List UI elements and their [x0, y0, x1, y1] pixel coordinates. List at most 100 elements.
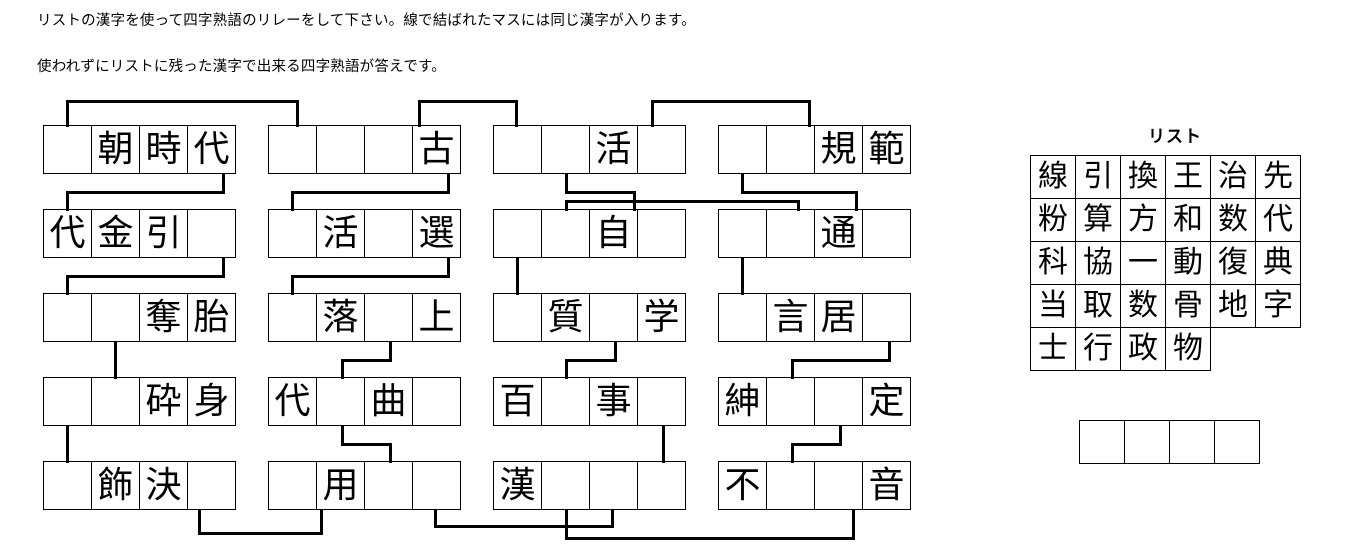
list-cell[interactable]: 骨	[1165, 284, 1211, 328]
puzzle-cell[interactable]: 時	[139, 125, 188, 174]
puzzle-cell[interactable]: 上	[412, 293, 461, 342]
puzzle-cell[interactable]	[766, 125, 815, 174]
puzzle-cell[interactable]: 質	[541, 293, 590, 342]
list-cell[interactable]: 引	[1075, 155, 1121, 199]
puzzle-cell[interactable]	[814, 461, 863, 510]
puzzle-cell[interactable]: 代	[187, 125, 236, 174]
puzzle-cell[interactable]	[364, 293, 413, 342]
puzzle-cell[interactable]	[541, 377, 590, 426]
puzzle-cell[interactable]	[766, 209, 815, 258]
puzzle-cell[interactable]	[43, 293, 92, 342]
puzzle-cell[interactable]: 定	[862, 377, 911, 426]
list-cell[interactable]: 先	[1255, 155, 1301, 199]
puzzle-cell[interactable]: 飾	[91, 461, 140, 510]
list-cell[interactable]: 取	[1075, 284, 1121, 328]
puzzle-cell[interactable]: 範	[862, 125, 911, 174]
puzzle-cell[interactable]: 決	[139, 461, 188, 510]
puzzle-cell[interactable]	[589, 461, 638, 510]
puzzle-cell[interactable]	[43, 377, 92, 426]
puzzle-cell[interactable]: 胎	[187, 293, 236, 342]
list-cell[interactable]: 線	[1030, 155, 1076, 199]
puzzle-cell[interactable]	[187, 209, 236, 258]
puzzle-cell[interactable]: 規	[814, 125, 863, 174]
puzzle-cell[interactable]: 活	[316, 209, 365, 258]
list-cell[interactable]	[1210, 327, 1256, 371]
puzzle-cell[interactable]	[718, 209, 767, 258]
list-cell[interactable]: 科	[1030, 241, 1076, 285]
puzzle-cell[interactable]: 学	[637, 293, 686, 342]
puzzle-cell[interactable]	[364, 461, 413, 510]
puzzle-cell[interactable]: 通	[814, 209, 863, 258]
puzzle-cell[interactable]	[637, 125, 686, 174]
list-cell[interactable]: 字	[1255, 284, 1301, 328]
list-cell[interactable]: 動	[1165, 241, 1211, 285]
puzzle-cell[interactable]: 代	[43, 209, 92, 258]
puzzle-cell[interactable]	[268, 125, 317, 174]
list-cell[interactable]: 当	[1030, 284, 1076, 328]
list-cell[interactable]: 方	[1120, 198, 1166, 242]
puzzle-cell[interactable]: 用	[316, 461, 365, 510]
puzzle-cell[interactable]: 漢	[493, 461, 542, 510]
list-cell[interactable]: 粉	[1030, 198, 1076, 242]
list-cell[interactable]: 士	[1030, 327, 1076, 371]
puzzle-cell[interactable]: 選	[412, 209, 461, 258]
puzzle-cell[interactable]	[637, 377, 686, 426]
list-cell[interactable]: 数	[1210, 198, 1256, 242]
puzzle-cell[interactable]	[589, 293, 638, 342]
list-cell[interactable]: 物	[1165, 327, 1211, 371]
puzzle-cell[interactable]	[268, 293, 317, 342]
puzzle-cell[interactable]: 紳	[718, 377, 767, 426]
puzzle-cell[interactable]: 引	[139, 209, 188, 258]
puzzle-cell[interactable]	[493, 209, 542, 258]
puzzle-cell[interactable]	[718, 293, 767, 342]
list-cell[interactable]: 数	[1120, 284, 1166, 328]
puzzle-cell[interactable]	[364, 209, 413, 258]
list-cell[interactable]: 治	[1210, 155, 1256, 199]
list-cell[interactable]: 協	[1075, 241, 1121, 285]
list-cell[interactable]: 典	[1255, 241, 1301, 285]
puzzle-cell[interactable]	[493, 293, 542, 342]
answer-cell[interactable]	[1124, 420, 1170, 464]
puzzle-cell[interactable]: 砕	[139, 377, 188, 426]
puzzle-cell[interactable]	[541, 125, 590, 174]
puzzle-cell[interactable]: 奪	[139, 293, 188, 342]
puzzle-cell[interactable]	[91, 377, 140, 426]
puzzle-cell[interactable]	[316, 377, 365, 426]
puzzle-cell[interactable]	[766, 377, 815, 426]
puzzle-cell[interactable]: 古	[412, 125, 461, 174]
puzzle-cell[interactable]	[316, 125, 365, 174]
puzzle-cell[interactable]	[364, 125, 413, 174]
puzzle-cell[interactable]: 事	[589, 377, 638, 426]
puzzle-cell[interactable]	[187, 461, 236, 510]
list-cell[interactable]: 算	[1075, 198, 1121, 242]
puzzle-cell[interactable]: 代	[268, 377, 317, 426]
puzzle-cell[interactable]	[43, 461, 92, 510]
puzzle-cell[interactable]	[766, 461, 815, 510]
list-cell[interactable]: 一	[1120, 241, 1166, 285]
puzzle-cell[interactable]	[268, 209, 317, 258]
list-cell[interactable]: 政	[1120, 327, 1166, 371]
puzzle-cell[interactable]: 落	[316, 293, 365, 342]
puzzle-cell[interactable]: 音	[862, 461, 911, 510]
puzzle-cell[interactable]	[541, 461, 590, 510]
puzzle-cell[interactable]: 朝	[91, 125, 140, 174]
list-cell[interactable]: 王	[1165, 155, 1211, 199]
puzzle-cell[interactable]	[814, 377, 863, 426]
puzzle-cell[interactable]: 曲	[364, 377, 413, 426]
puzzle-cell[interactable]	[412, 461, 461, 510]
answer-cell[interactable]	[1169, 420, 1215, 464]
list-cell[interactable]: 復	[1210, 241, 1256, 285]
answer-cell[interactable]	[1214, 420, 1260, 464]
list-cell[interactable]: 地	[1210, 284, 1256, 328]
puzzle-cell[interactable]: 活	[589, 125, 638, 174]
puzzle-cell[interactable]	[637, 461, 686, 510]
puzzle-cell[interactable]: 不	[718, 461, 767, 510]
puzzle-cell[interactable]: 金	[91, 209, 140, 258]
puzzle-cell[interactable]: 百	[493, 377, 542, 426]
puzzle-cell[interactable]	[268, 461, 317, 510]
puzzle-cell[interactable]	[493, 125, 542, 174]
list-cell[interactable]	[1255, 327, 1301, 371]
puzzle-cell[interactable]	[862, 293, 911, 342]
puzzle-cell[interactable]: 居	[814, 293, 863, 342]
puzzle-cell[interactable]	[412, 377, 461, 426]
